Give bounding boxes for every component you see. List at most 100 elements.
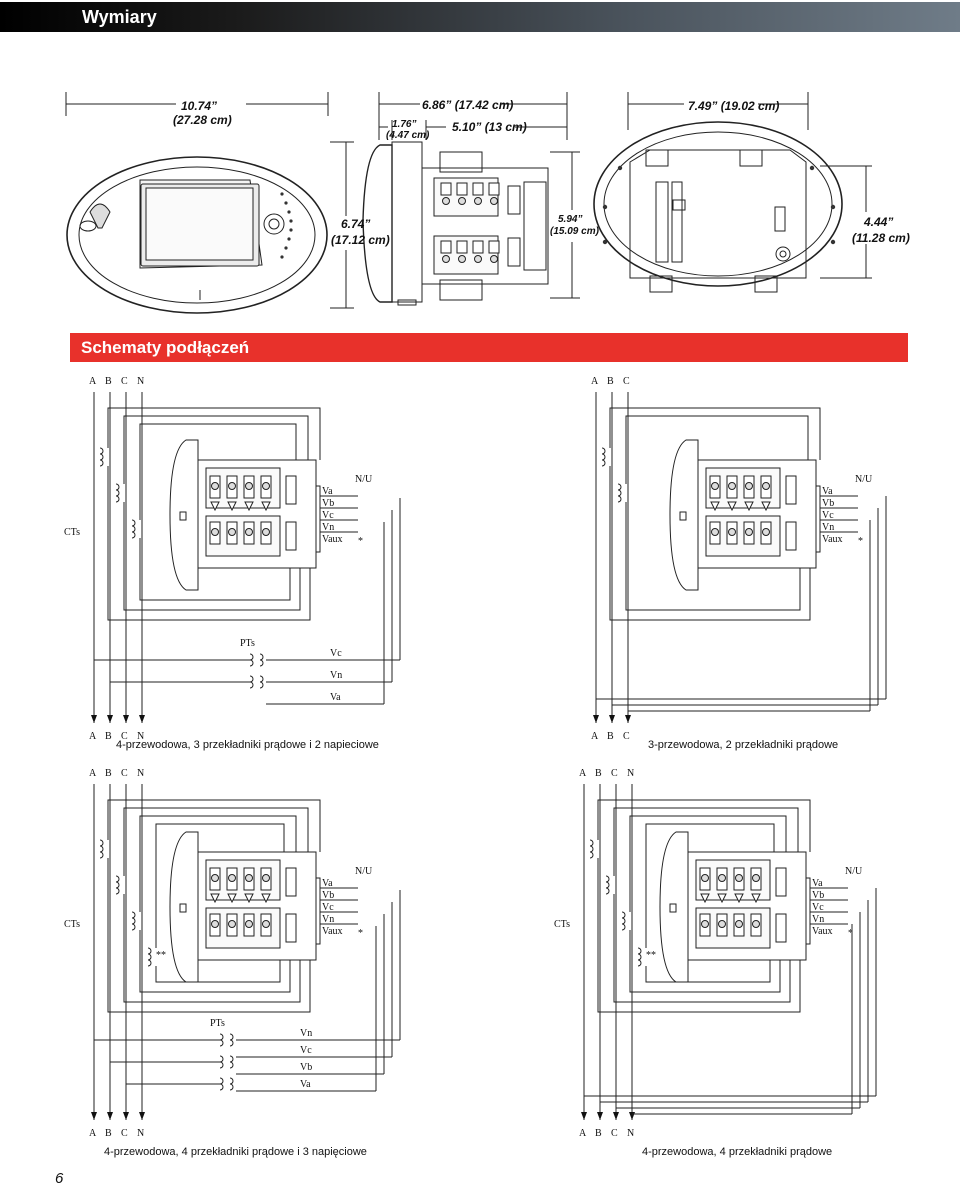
terminal-screw-icon [458, 197, 466, 205]
arrow-icon [734, 893, 744, 904]
pt-label-va: Va [330, 692, 341, 703]
terminal-screw-icon [262, 874, 270, 882]
arrow-icon [139, 715, 145, 723]
ct-coil-icon [99, 447, 104, 467]
dim-side-height: 5.94” [558, 214, 582, 225]
label-vaux-star: * [848, 928, 853, 939]
phase-label-bottom-n: N [627, 1128, 634, 1139]
terminal [456, 182, 468, 196]
terminal-label-va: Va [812, 878, 823, 889]
phase-label-bottom-a: A [579, 1128, 587, 1139]
arrow-icon [761, 501, 771, 512]
terminal-label-vc: Vc [822, 510, 834, 521]
reset-port [179, 511, 187, 521]
connector [785, 475, 797, 505]
label-nu: N/U [355, 474, 373, 485]
arrow-icon [227, 501, 237, 512]
ct-loop [123, 807, 309, 876]
ct-coil-icon [621, 911, 626, 931]
terminal [456, 240, 468, 254]
label-nu: N/U [845, 866, 863, 877]
terminal [472, 182, 484, 196]
phase-label-top-a: A [591, 376, 599, 387]
arrow-icon [261, 501, 271, 512]
label-cts: CTs [64, 527, 80, 538]
dim-front-width: 10.74” [181, 99, 217, 113]
phase-label-top-c: C [611, 768, 618, 779]
ct-loop [139, 538, 291, 601]
diagram-caption-3: 4-przewodowa, 4 przekładniki prądowe i 3… [104, 1146, 367, 1158]
terminal-screw-icon [211, 920, 219, 928]
terminal-label-vaux: Vaux [322, 926, 343, 937]
ct-loop [645, 823, 775, 948]
pt-coil-icon [249, 675, 254, 689]
arrow-icon [751, 893, 761, 904]
arrow-icon [625, 715, 631, 723]
arrow-icon [581, 1112, 587, 1120]
terminal-screw-icon [245, 482, 253, 490]
terminal-label-vc: Vc [322, 510, 334, 521]
terminal-screw-icon [728, 528, 736, 536]
terminal-screw-icon [458, 255, 466, 263]
phase-label-bottom-c: C [121, 731, 128, 742]
terminal [440, 240, 452, 254]
diagram-caption-1: 4-przewodowa, 3 przekładniki prądowe i 2… [116, 739, 379, 751]
terminal-screw-icon [745, 482, 753, 490]
terminal-screw-icon [442, 255, 450, 263]
connector [775, 867, 787, 897]
arrow-icon [261, 893, 271, 904]
connector [285, 913, 297, 943]
ct-loop [107, 858, 311, 1013]
terminal-label-vn: Vn [322, 914, 334, 925]
pt-coil-icon [219, 1077, 224, 1091]
pt-coil-icon [219, 1055, 224, 1069]
terminal-screw-icon [211, 528, 219, 536]
label-vaux-star: * [358, 536, 363, 547]
pt-coil-icon [249, 653, 254, 667]
label-vaux-star: * [858, 536, 863, 547]
phase-label-bottom-c: C [121, 1128, 128, 1139]
terminal-label-va: Va [822, 486, 833, 497]
label-double-star: ** [646, 950, 656, 961]
terminal-screw-icon [245, 528, 253, 536]
pt-coil-icon [259, 675, 264, 689]
connector [775, 913, 787, 943]
pt-coil-icon [229, 1077, 234, 1091]
label-pts: PTs [210, 1018, 225, 1029]
terminal-screw-icon [752, 874, 760, 882]
terminal-screw-icon [490, 255, 498, 263]
ct-loop [107, 407, 321, 460]
ct-coil-icon [99, 839, 104, 859]
ct-coil-icon [131, 519, 136, 539]
ct-loop [645, 960, 771, 983]
terminal-screw-icon [701, 920, 709, 928]
label-vaux-star: * [358, 928, 363, 939]
terminal [488, 240, 500, 254]
ct-loop [597, 858, 801, 1013]
terminal-screw-icon [474, 255, 482, 263]
ct-loop [107, 466, 311, 621]
phase-label-top-c: C [121, 376, 128, 387]
ct-loop [155, 960, 281, 983]
side-view-drawing [362, 141, 549, 306]
ct-loop [155, 823, 285, 948]
page-number: 6 [55, 1170, 64, 1187]
arrow-icon [727, 501, 737, 512]
terminal-label-vb: Vb [322, 498, 334, 509]
terminal-label-vn: Vn [812, 914, 824, 925]
ct-loop [625, 502, 801, 611]
terminal-screw-icon [711, 482, 719, 490]
dim-front-height: 6.74” [341, 217, 370, 231]
voltage-terminal-strip [315, 485, 321, 553]
phase-label-top-b: B [607, 376, 614, 387]
terminal-screw-icon [262, 920, 270, 928]
terminal-label-vc: Vc [322, 902, 334, 913]
ct-loop [139, 815, 297, 912]
phase-label-bottom-a: A [89, 1128, 97, 1139]
pt-label-vn: Vn [300, 1028, 312, 1039]
